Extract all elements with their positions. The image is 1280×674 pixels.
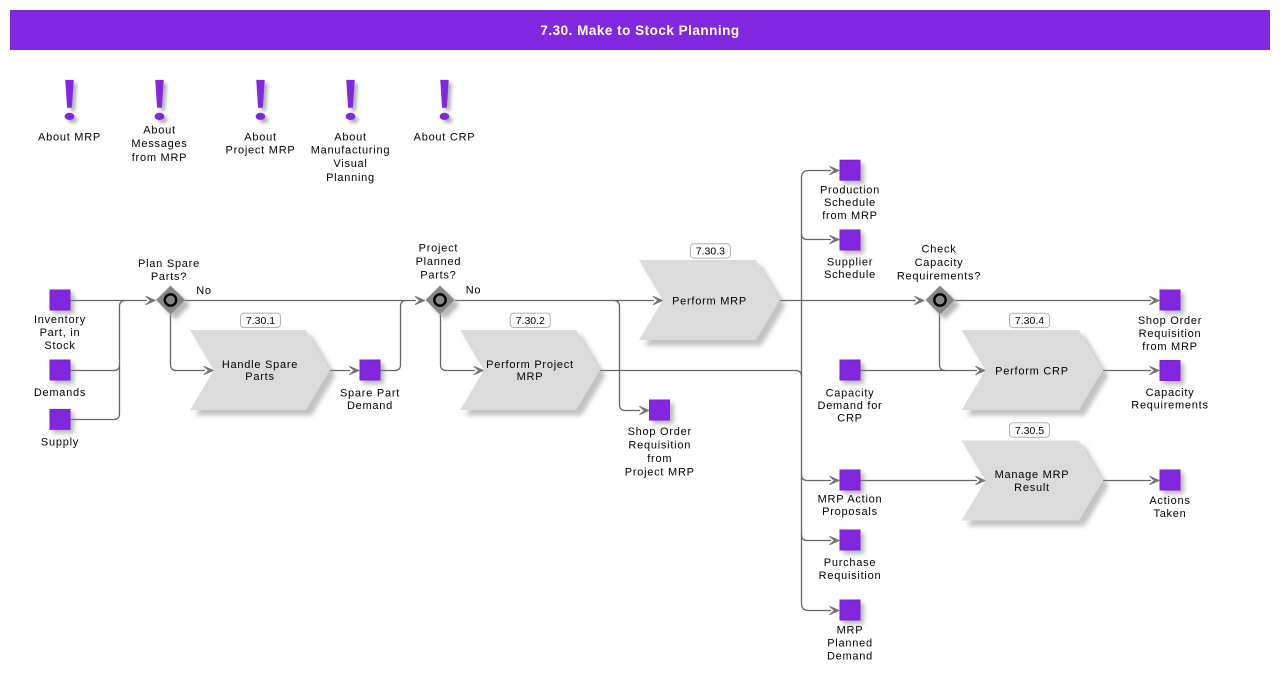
svg-text:7.30.2: 7.30.2 xyxy=(516,315,545,327)
svg-text:Schedule: Schedule xyxy=(824,269,876,281)
svg-text:Project MRP: Project MRP xyxy=(625,466,695,478)
svg-text:Demand: Demand xyxy=(827,651,873,663)
svg-text:Demand: Demand xyxy=(347,400,393,412)
svg-text:Actions: Actions xyxy=(1149,495,1190,507)
svg-text:Check: Check xyxy=(922,243,957,255)
svg-text:Capacity: Capacity xyxy=(826,388,875,400)
svg-text:Demands: Demands xyxy=(34,387,86,399)
svg-text:7.30.3: 7.30.3 xyxy=(696,246,725,258)
svg-text:from MRP: from MRP xyxy=(822,210,878,222)
svg-text:Shop Order: Shop Order xyxy=(1138,315,1202,327)
svg-text:Requirements: Requirements xyxy=(1131,400,1208,412)
svg-text:Visual: Visual xyxy=(333,158,367,170)
svg-text:Planned: Planned xyxy=(827,638,873,650)
svg-text:Parts?: Parts? xyxy=(151,271,187,283)
svg-text:Production: Production xyxy=(820,185,880,197)
svg-text:Planned: Planned xyxy=(416,256,462,268)
svg-text:Plan Spare: Plan Spare xyxy=(138,258,200,270)
svg-text:About: About xyxy=(334,131,367,143)
svg-text:Manufacturing: Manufacturing xyxy=(311,145,390,157)
svg-text:Perform CRP: Perform CRP xyxy=(995,365,1069,377)
svg-text:Requisition: Requisition xyxy=(1139,328,1202,340)
svg-text:Perform MRP: Perform MRP xyxy=(672,295,747,307)
svg-text:7.30.4: 7.30.4 xyxy=(1015,315,1044,327)
svg-text:No: No xyxy=(196,285,212,297)
svg-text:Parts?: Parts? xyxy=(420,269,456,281)
svg-text:from MRP: from MRP xyxy=(1142,341,1198,353)
svg-text:About CRP: About CRP xyxy=(414,131,476,143)
svg-text:MRP: MRP xyxy=(837,625,864,637)
svg-text:About: About xyxy=(143,124,176,136)
svg-text:Purchase: Purchase xyxy=(824,557,876,569)
svg-text:Requisition: Requisition xyxy=(819,570,882,582)
svg-text:from MRP: from MRP xyxy=(132,152,188,164)
svg-text:About MRP: About MRP xyxy=(38,131,101,143)
svg-text:No: No xyxy=(466,284,482,296)
svg-text:Result: Result xyxy=(1014,482,1050,494)
svg-text:Spare Part: Spare Part xyxy=(340,387,400,399)
svg-text:Proposals: Proposals xyxy=(822,506,878,518)
svg-text:Supply: Supply xyxy=(41,436,79,448)
svg-text:Part, in: Part, in xyxy=(40,327,81,339)
svg-text:Project MRP: Project MRP xyxy=(226,145,296,157)
svg-text:About: About xyxy=(244,131,277,143)
svg-text:Handle Spare: Handle Spare xyxy=(222,359,298,371)
svg-text:Taken: Taken xyxy=(1153,508,1186,520)
svg-text:MRP Action: MRP Action xyxy=(818,493,883,505)
svg-text:MRP: MRP xyxy=(517,371,544,383)
svg-text:Demand for: Demand for xyxy=(818,400,883,412)
svg-text:Project: Project xyxy=(419,242,459,254)
svg-text:Requisition: Requisition xyxy=(628,439,691,451)
svg-text:Stock: Stock xyxy=(44,340,75,352)
svg-text:Perform Project: Perform Project xyxy=(486,359,574,371)
svg-text:Capacity: Capacity xyxy=(915,257,964,269)
svg-text:Schedule: Schedule xyxy=(824,197,876,209)
svg-text:from: from xyxy=(647,453,672,465)
svg-text:7.30.5: 7.30.5 xyxy=(1015,425,1044,437)
svg-text:Requirements?: Requirements? xyxy=(897,270,981,282)
svg-text:Supplier: Supplier xyxy=(827,256,873,268)
svg-text:Messages: Messages xyxy=(131,138,187,150)
svg-text:Shop Order: Shop Order xyxy=(628,426,692,438)
svg-text:Parts: Parts xyxy=(245,371,274,383)
svg-text:Inventory: Inventory xyxy=(34,314,86,326)
svg-text:Capacity: Capacity xyxy=(1146,387,1195,399)
svg-text:Manage MRP: Manage MRP xyxy=(995,469,1070,481)
svg-text:7.30. Make to Stock Planning: 7.30. Make to Stock Planning xyxy=(540,23,739,38)
svg-text:7.30.1: 7.30.1 xyxy=(246,315,275,327)
svg-text:Planning: Planning xyxy=(326,172,375,184)
svg-text:CRP: CRP xyxy=(837,413,862,425)
